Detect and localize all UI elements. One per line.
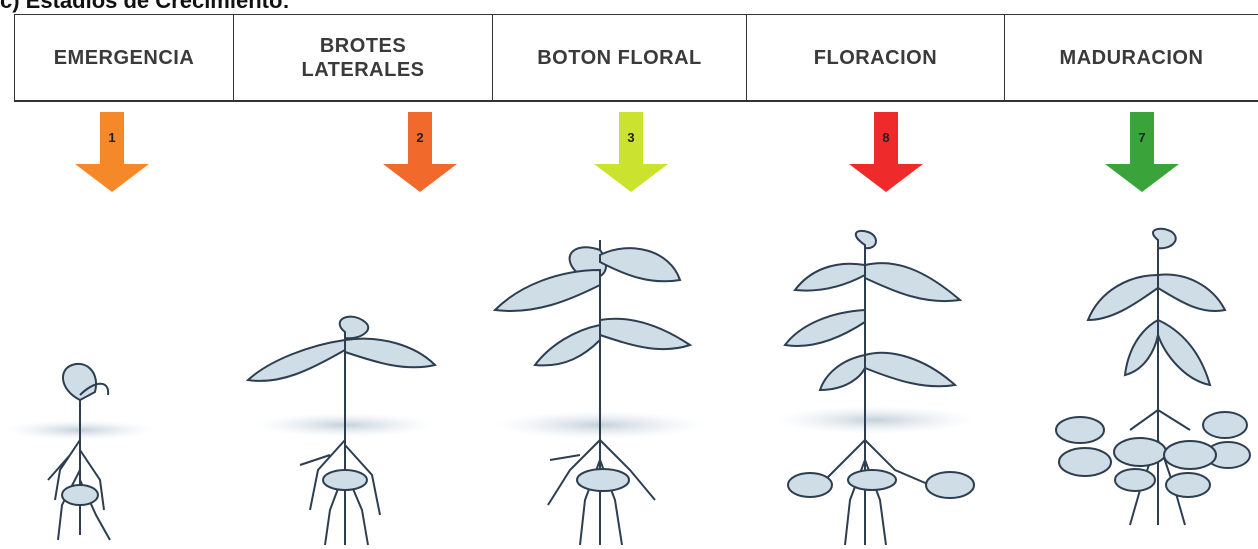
plant-maduracion-image (1056, 229, 1250, 525)
plant-emergencia-image (5, 364, 155, 540)
plant-floracion-image (775, 231, 975, 545)
plant-brotes-laterales-image (248, 317, 435, 545)
plant-boton-floral-image (495, 240, 705, 545)
